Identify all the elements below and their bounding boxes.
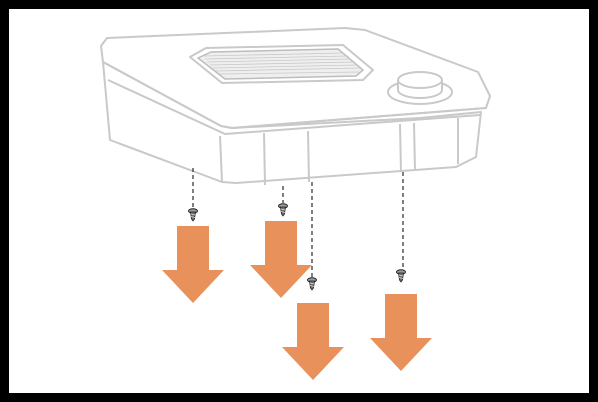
guide-lines [192,168,404,277]
knob-icon [387,71,453,105]
panel-seam-2 [263,132,266,186]
panel-seam-1 [219,135,223,183]
screw-icon [278,203,288,217]
device-side-wall [102,61,482,184]
screws [188,203,406,291]
device-top-lip [102,61,487,129]
arrow-down-icon [370,294,432,371]
arrow-down-icon [162,226,224,303]
device-lower-rim [107,79,481,135]
screw-icon [307,277,317,291]
screw-icon [188,208,198,222]
arrow-down-icon [250,221,312,298]
arrows [162,221,432,380]
arrow-down-icon [282,303,344,380]
screw-icon [396,269,406,283]
panel-seam-4 [399,123,402,173]
filter-grille-icon [189,44,374,84]
panel-seam-5 [413,122,416,171]
panel-seam-3 [307,130,310,183]
